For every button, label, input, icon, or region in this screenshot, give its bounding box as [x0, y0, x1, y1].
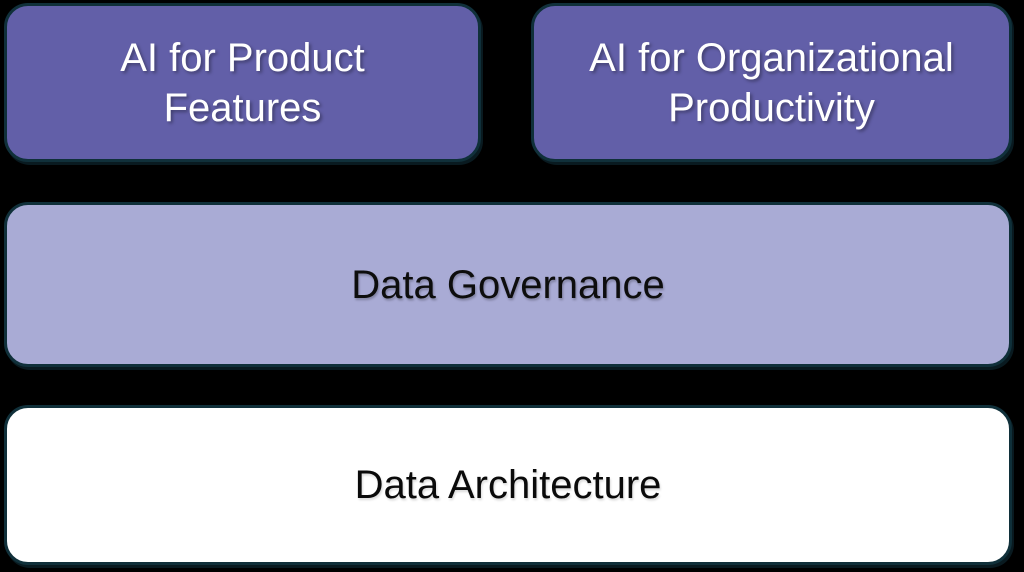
label-line: AI for Product [120, 35, 365, 80]
box-data-governance: Data Governance [4, 202, 1012, 367]
box-ai-for-product-features-label: AI for Product Features [120, 33, 365, 133]
label-line: Data Governance [351, 262, 665, 307]
box-ai-for-organizational-productivity: AI for Organizational Productivity [531, 3, 1012, 162]
box-ai-for-organizational-productivity-label: AI for Organizational Productivity [589, 33, 954, 133]
label-line: AI for Organizational [589, 35, 954, 80]
box-data-architecture: Data Architecture [4, 405, 1012, 565]
label-line: Features [163, 85, 322, 130]
label-line: Productivity [668, 85, 875, 130]
box-ai-for-product-features: AI for Product Features [4, 3, 481, 162]
box-data-governance-label: Data Governance [351, 260, 665, 310]
label-line: Data Architecture [354, 463, 662, 507]
box-data-architecture-label: Data Architecture [355, 460, 662, 510]
